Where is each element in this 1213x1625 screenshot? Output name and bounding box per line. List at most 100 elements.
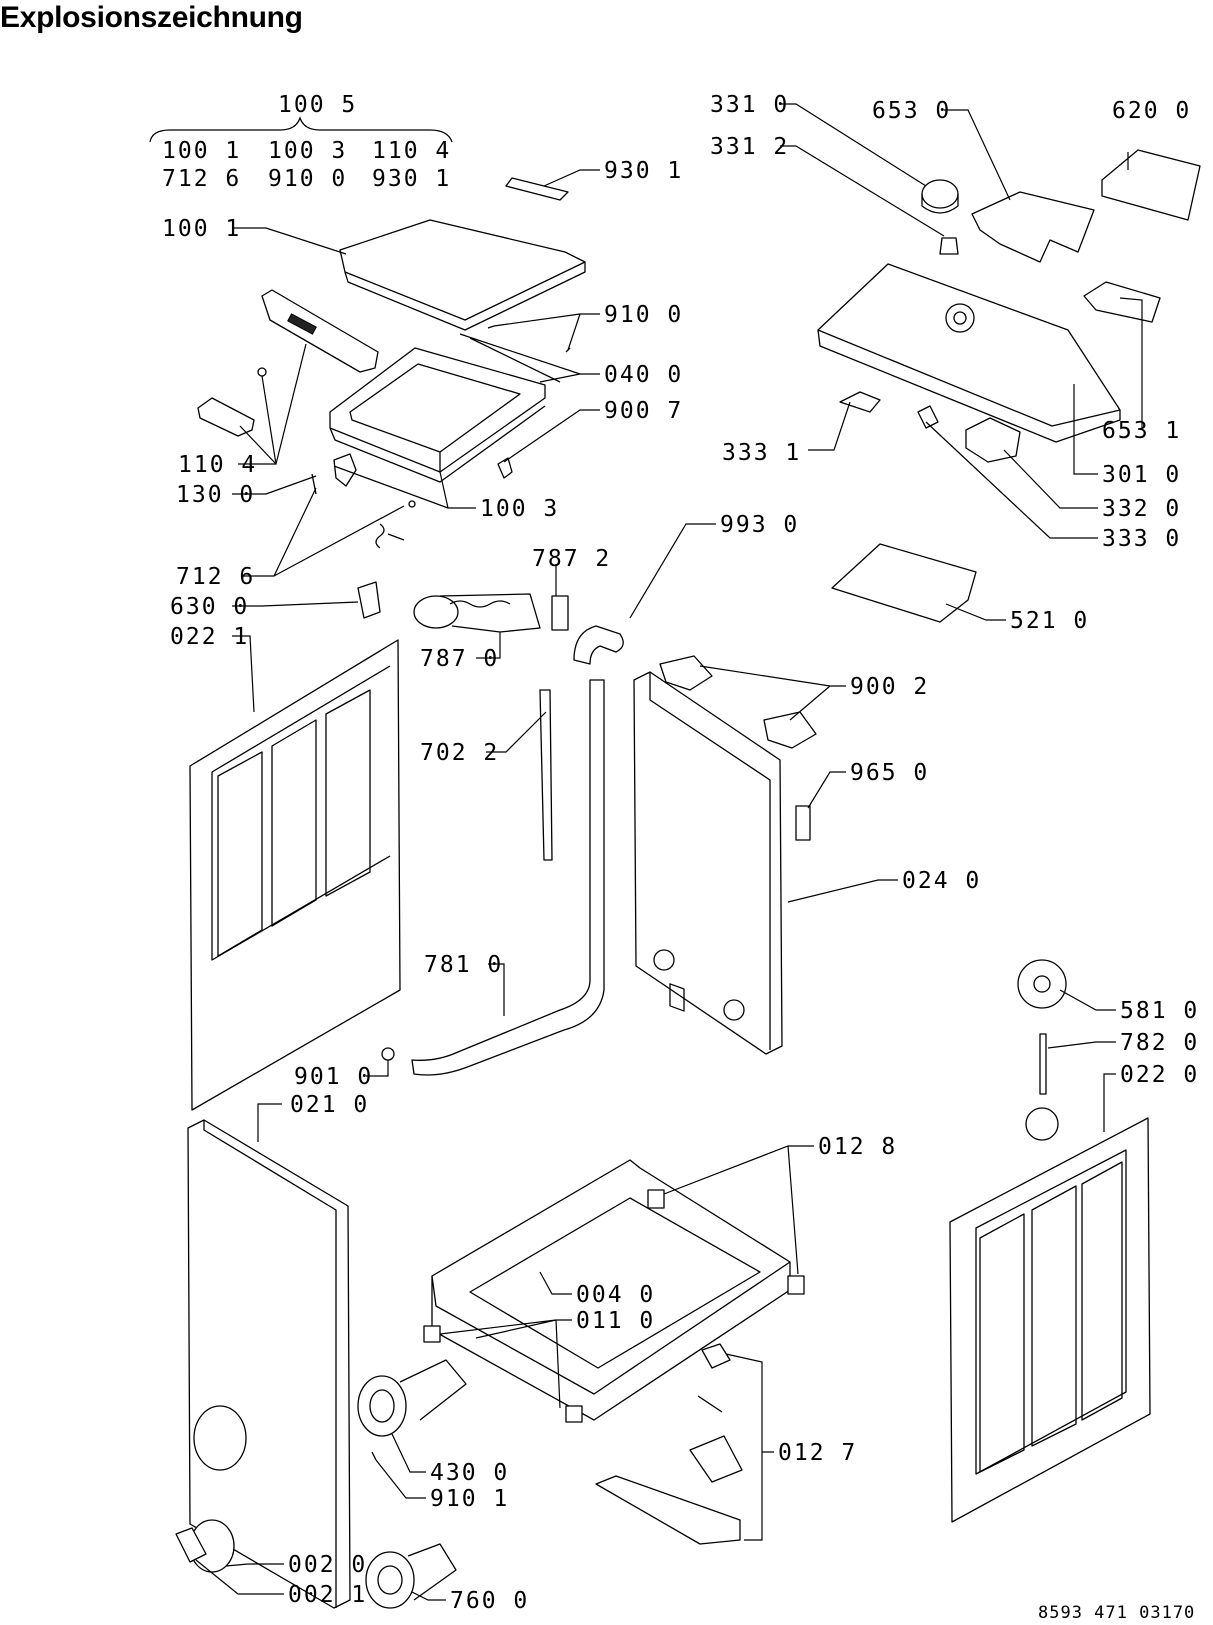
part-tube-7022 [539, 689, 553, 861]
label-110-4: 110 4 [178, 452, 257, 478]
part-cover-0021 [175, 1527, 207, 1563]
label-012-8: 012 8 [818, 1134, 897, 1160]
group-row1-a: 100 1 [162, 138, 241, 164]
label-130-0: 130 0 [176, 482, 255, 508]
group-header: 100 5 100 1 100 3 110 4 712 6 910 0 930 … [149, 92, 453, 192]
label-333-0: 333 0 [1102, 526, 1181, 552]
label-100-3: 100 3 [480, 496, 559, 522]
label-040-0: 040 0 [604, 362, 683, 388]
part-hinge [197, 397, 255, 437]
part-labels: 930 1 100 1 910 0 040 0 900 7 110 4 130 … [162, 92, 1199, 1614]
label-004-0: 004 0 [576, 1282, 655, 1308]
label-712-6: 712 6 [176, 564, 255, 590]
part-0127-b [697, 1395, 723, 1413]
part-clamp-9010 [381, 1047, 395, 1061]
part-rod-7820 [1039, 1033, 1047, 1095]
part-0127-d [595, 1475, 741, 1545]
label-022-0: 022 0 [1120, 1062, 1199, 1088]
label-331-0: 331 0 [710, 92, 789, 118]
part-rod-0400 [469, 337, 561, 383]
label-993-0: 993 0 [720, 512, 799, 538]
part-bracket-9002-a [659, 655, 713, 691]
part-strip-930-1 [505, 177, 569, 201]
part-foot-0128-b [787, 1275, 805, 1295]
label-581-0: 581 0 [1120, 998, 1199, 1024]
label-787-2: 787 2 [532, 546, 611, 572]
label-430-0: 430 0 [430, 1460, 509, 1486]
label-331-2: 331 2 [710, 134, 789, 160]
part-bracket-6530 [971, 191, 1095, 263]
label-787-0: 787 0 [420, 646, 499, 672]
part-5210 [831, 543, 977, 623]
part-foot-0128-c [423, 1325, 441, 1343]
part-hose-7870 [413, 593, 541, 633]
part-knob-3312 [939, 237, 959, 255]
part-hose-7810 [411, 679, 605, 1076]
label-910-1: 910 1 [430, 1486, 509, 1512]
label-100-1: 100 1 [162, 216, 241, 242]
part-side-panel-right [949, 1117, 1151, 1523]
part-handle-bar [261, 289, 379, 373]
group-row2-c: 930 1 [372, 166, 451, 192]
label-521-0: 521 0 [1010, 608, 1089, 634]
label-781-0: 781 0 [424, 952, 503, 978]
label-024-0: 024 0 [902, 868, 981, 894]
part-ring-7820 [1025, 1107, 1059, 1141]
leader-lines [195, 103, 1143, 1601]
part-foot-0128-d [565, 1405, 583, 1423]
label-002-1: 002 1 [288, 1582, 367, 1608]
label-930-1: 930 1 [604, 158, 683, 184]
page-title: Explosionszeichnung [0, 1, 303, 34]
group-row1-c: 110 4 [372, 138, 451, 164]
part-3320 [965, 417, 1021, 463]
label-333-1: 333 1 [722, 440, 801, 466]
label-782-0: 782 0 [1120, 1030, 1199, 1056]
part-front-panel [187, 1119, 351, 1609]
part-screw-1104 [257, 367, 267, 377]
label-910-0: 910 0 [604, 302, 683, 328]
label-900-2: 900 2 [850, 674, 929, 700]
label-702-2: 702 2 [420, 740, 499, 766]
label-965-0: 965 0 [850, 760, 929, 786]
part-3330 [917, 405, 939, 429]
part-control-panel [817, 263, 1121, 443]
document-number: 8593 471 03170 [1038, 1603, 1195, 1623]
part-screw-9101 [371, 1451, 377, 1461]
group-row2-a: 712 6 [162, 166, 241, 192]
part-0127-c [689, 1435, 743, 1483]
part-foot-0128-a [647, 1189, 665, 1209]
label-620-0: 620 0 [1112, 98, 1191, 124]
part-3331 [839, 391, 881, 413]
label-901-0: 901 0 [294, 1064, 373, 1090]
group-row2-b: 910 0 [268, 166, 347, 192]
part-top-frame [329, 347, 546, 483]
part-bracket-9002-b [763, 711, 817, 749]
label-630-0: 630 0 [170, 594, 249, 620]
part-pins-9100 [487, 325, 571, 353]
label-011-0: 011 0 [576, 1308, 655, 1334]
part-knob-3310 [921, 179, 959, 214]
part-handle-slot [287, 313, 317, 335]
part-pin [408, 500, 416, 508]
group-brace [149, 116, 453, 143]
group-row1-b: 100 3 [268, 138, 347, 164]
part-pulley-5810 [1017, 959, 1067, 1009]
label-012-7: 012 7 [778, 1440, 857, 1466]
part-pump-4300 [357, 1359, 467, 1437]
label-900-7: 900 7 [604, 398, 683, 424]
part-block-6300 [357, 581, 381, 619]
part-filter-7600 [365, 1543, 457, 1609]
group-label: 100 5 [278, 92, 357, 118]
part-6531 [1083, 281, 1161, 323]
label-332-0: 332 0 [1102, 496, 1181, 522]
part-lid [339, 219, 586, 331]
label-760-0: 760 0 [450, 1588, 529, 1614]
part-board-6200 [1101, 149, 1201, 221]
part-9650 [795, 805, 811, 841]
part-7872 [551, 595, 569, 631]
part-side-panel-left [189, 639, 401, 1111]
label-301-0: 301 0 [1102, 462, 1181, 488]
part-spring-b [375, 523, 405, 549]
label-002-0: 002 0 [288, 1552, 367, 1578]
